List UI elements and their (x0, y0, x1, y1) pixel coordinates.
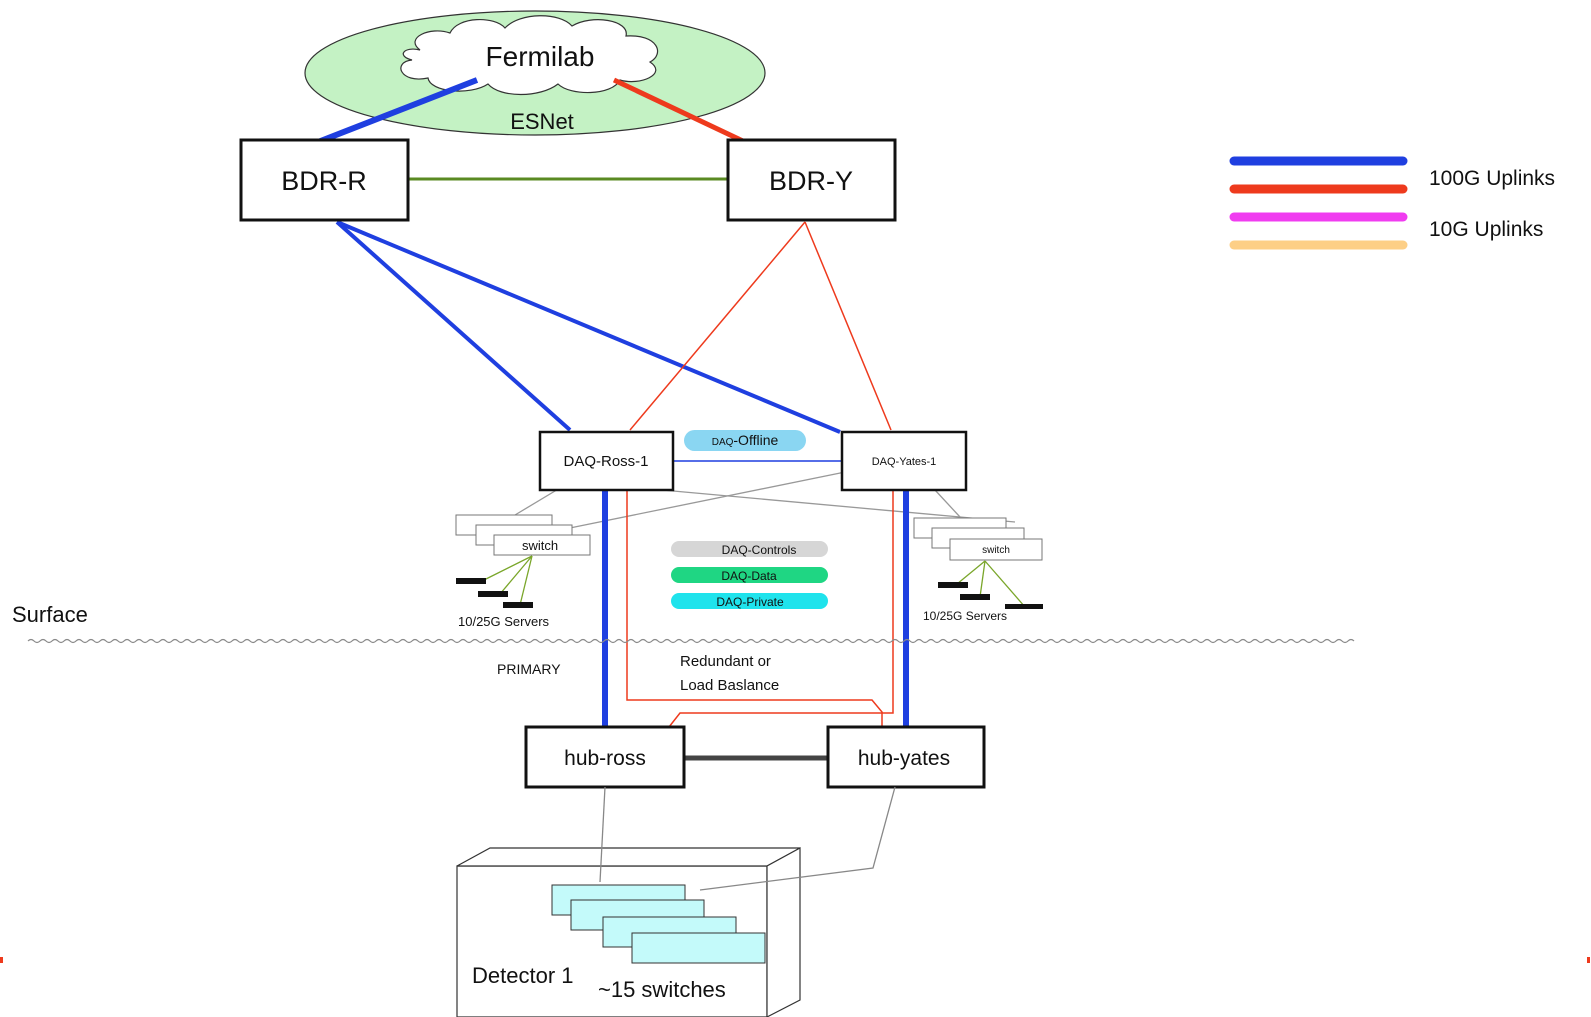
daq-ross-label: DAQ-Ross-1 (563, 453, 648, 470)
fermilab-cloud-icon (400, 15, 659, 96)
detector-top (456, 847, 801, 867)
legend-label-100g: 100G Uplinks (1429, 167, 1555, 190)
primary-note: PRIMARY (497, 661, 561, 677)
edge-mark-right (1587, 957, 1590, 963)
link-bdr-r-daq-ross (335, 220, 572, 432)
detector-switch-4 (631, 932, 766, 964)
bdr-y-box (726, 138, 897, 222)
hub-ross-label: hub-ross (564, 747, 646, 770)
right-server-link-3 (984, 560, 1026, 608)
hub-yates-box (826, 725, 986, 789)
daq-yates-label: DAQ-Yates-1 (872, 456, 937, 468)
hub-ross-box (524, 725, 686, 789)
edge-mark-left (0, 957, 3, 963)
link-daq-ross-right-switch (639, 487, 1016, 523)
surface-line (27, 638, 1355, 644)
right-switch-box (949, 538, 1043, 561)
right-server-2 (960, 594, 990, 600)
vlan-offline-suffix: -Offline (733, 432, 778, 448)
right-server-1 (938, 582, 968, 588)
redundant-note-line2: Load Baslance (680, 677, 779, 694)
daq-yates-box (840, 430, 968, 492)
vlan-offline-pill (684, 430, 806, 451)
redundant-note-line1: Redundant or (680, 653, 771, 670)
right-server-link-2 (979, 560, 986, 598)
esnet-label: ESNet (510, 109, 574, 134)
left-server-3 (503, 602, 533, 608)
left-server-link-1 (481, 555, 533, 582)
vlan-private-pill (671, 593, 828, 609)
vlan-data-pill (671, 567, 828, 583)
redundant-link-ross-to-hub-yates (626, 490, 883, 727)
uplink-fermilab-bdr-y (612, 77, 747, 145)
link-daq-yates-right-switch (934, 489, 961, 518)
link-hub-yates-detector (699, 786, 896, 891)
bdr-r-box (239, 138, 410, 222)
vlan-private-label: DAQ-Private (716, 595, 784, 609)
right-server-link-1 (956, 560, 986, 585)
vlan-offline-label: DAQ-Offline (712, 432, 779, 448)
vlan-controls-pill (671, 541, 828, 557)
left-servers-label: 10/25G Servers (458, 614, 550, 629)
detector-side (766, 846, 801, 1017)
link-bdr-y-daq-ross (629, 221, 806, 431)
uplink-fermilab-bdr-r (316, 77, 479, 145)
right-switch-group: switch 10/25G Servers (913, 517, 1043, 623)
daq-ross-box (538, 430, 675, 492)
legend-label-10g: 10G Uplinks (1429, 218, 1543, 241)
left-server-link-2 (499, 555, 533, 595)
link-hub-ross-detector (599, 786, 606, 883)
link-daq-yates-left-switch (559, 469, 856, 531)
vlan-controls-label: DAQ-Controls (722, 543, 797, 557)
bdr-y-label: BDR-Y (769, 166, 853, 196)
bdr-r-label: BDR-R (281, 166, 367, 196)
left-server-link-3 (519, 555, 533, 606)
right-switch-label: switch (982, 545, 1010, 556)
left-switch-group: switch 10/25G Servers (455, 514, 591, 629)
hub-yates-label: hub-yates (858, 747, 950, 770)
left-switch-label: switch (522, 538, 558, 553)
detector-switch-count: ~15 switches (598, 977, 726, 1002)
detector-name: Detector 1 (472, 963, 574, 988)
fermilab-label: Fermilab (486, 41, 595, 72)
link-bdr-r-daq-yates (336, 220, 841, 434)
right-servers-label: 10/25G Servers (923, 609, 1007, 623)
legend: 100G Uplinks 10G Uplinks (1229, 156, 1555, 250)
link-daq-ross-left-switch (514, 487, 561, 516)
left-switch-box (493, 534, 591, 556)
detector-switch-stack (551, 884, 766, 964)
vlan-offline-prefix: DAQ (712, 437, 734, 448)
left-server-2 (478, 591, 508, 597)
redundant-link-yates-to-hub-ross (668, 490, 894, 728)
right-server-3 (1005, 604, 1043, 609)
vlan-data-label: DAQ-Data (721, 569, 777, 583)
link-bdr-y-daq-yates (804, 221, 892, 431)
left-server-1 (456, 578, 486, 584)
surface-label: Surface (12, 602, 88, 627)
